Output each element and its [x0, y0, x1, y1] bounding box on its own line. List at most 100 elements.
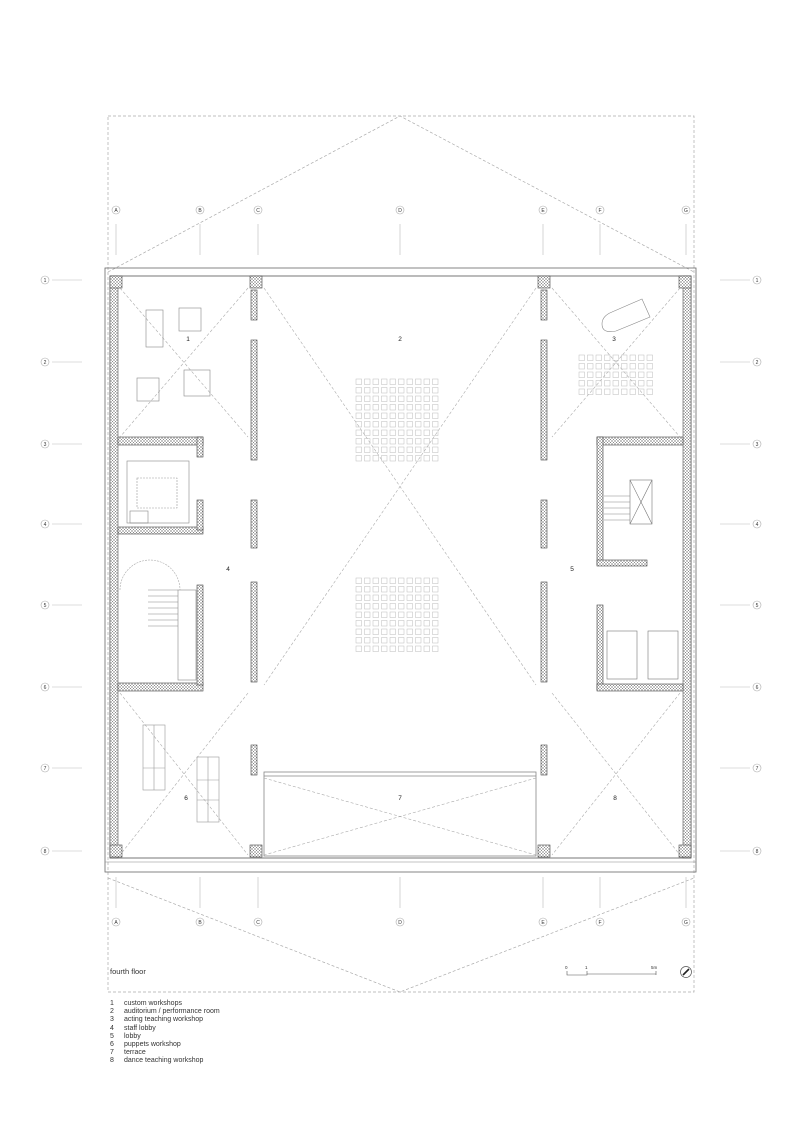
svg-text:A: A — [114, 920, 118, 926]
room-number-4: 4 — [226, 566, 230, 573]
svg-text:8: 8 — [44, 849, 47, 855]
room-number-7: 7 — [398, 795, 402, 802]
svg-text:7: 7 — [44, 766, 47, 772]
grid-bubble-5: 5 — [40, 600, 50, 610]
grid-bubble-D: D — [395, 205, 405, 215]
legend-label: custom workshops — [124, 1000, 182, 1007]
svg-text:C: C — [256, 208, 260, 214]
furniture-room-1 — [136, 307, 211, 402]
svg-text:5: 5 — [756, 603, 759, 609]
svg-text:7: 7 — [756, 766, 759, 772]
row-grid: 1 1 2 2 3 3 4 4 5 5 6 6 7 7 8 8 — [40, 275, 762, 856]
legend-label: lobby — [124, 1032, 141, 1040]
legend-number: 7 — [110, 1049, 114, 1057]
grid-bubble-4: 4 — [752, 519, 762, 529]
svg-text:B: B — [198, 920, 202, 926]
svg-text:8: 8 — [756, 849, 759, 855]
legend-number: 3 — [110, 1016, 114, 1024]
legend-item: 2 auditorium / performance room — [110, 1008, 220, 1016]
grid-bubble-G: G — [681, 205, 691, 215]
grand-piano — [601, 298, 651, 332]
grid-bubble-8: 8 — [752, 846, 762, 856]
room-number-1: 1 — [186, 336, 190, 343]
svg-text:E: E — [541, 920, 545, 926]
svg-text:6: 6 — [756, 685, 759, 691]
room-number-labels: 1 2 3 4 5 6 7 8 — [184, 336, 617, 802]
grid-bubble-8: 8 — [40, 846, 50, 856]
svg-text:6: 6 — [44, 685, 47, 691]
room-number-6: 6 — [184, 795, 188, 802]
svg-text:A: A — [114, 208, 118, 214]
terrace-frame — [263, 771, 537, 857]
grid-bubble-7: 7 — [752, 763, 762, 773]
legend-label: dance teaching workshop — [124, 1057, 204, 1065]
auditorium-seats-lower — [355, 577, 439, 652]
legend-number: 2 — [110, 1008, 114, 1016]
legend-label: puppets workshop — [124, 1041, 181, 1049]
scale-tick-1: 1 — [585, 965, 588, 970]
svg-text:G: G — [684, 208, 688, 214]
svg-text:4: 4 — [756, 522, 759, 528]
grid-bubble-B: B — [195, 917, 205, 927]
room-diagonals — [119, 287, 681, 856]
room-number-8: 8 — [613, 795, 617, 802]
grid-bubble-A: A — [111, 917, 121, 927]
grid-bubble-D: D — [395, 917, 405, 927]
svg-text:D: D — [398, 208, 402, 214]
legend-number: 5 — [110, 1032, 114, 1040]
north-arrow-icon — [680, 966, 692, 978]
room-number-5: 5 — [570, 566, 574, 573]
grid-bubble-5: 5 — [752, 600, 762, 610]
legend-label: staff lobby — [124, 1024, 156, 1032]
left-core — [117, 436, 204, 692]
svg-text:4: 4 — [44, 522, 47, 528]
right-core — [596, 436, 684, 692]
grid-bubble-4: 4 — [40, 519, 50, 529]
svg-text:3: 3 — [756, 442, 759, 448]
svg-text:5: 5 — [44, 603, 47, 609]
svg-text:1: 1 — [44, 278, 47, 284]
grid-bubble-6: 6 — [752, 682, 762, 692]
svg-text:2: 2 — [756, 360, 759, 366]
grid-bubble-C: C — [253, 205, 263, 215]
grid-bubble-C: C — [253, 917, 263, 927]
grid-bubble-3: 3 — [752, 439, 762, 449]
scale-tick-0: 0 — [565, 965, 568, 970]
auditorium-seats-upper — [355, 378, 439, 462]
legend-label: auditorium / performance room — [124, 1008, 220, 1016]
grid-bubble-2: 2 — [752, 357, 762, 367]
svg-text:E: E — [541, 208, 545, 214]
legend-item: 4 staff lobby — [110, 1025, 220, 1033]
grid-bubble-3: 3 — [40, 439, 50, 449]
legend-item: 8 dance teaching workshop — [110, 1057, 220, 1065]
grid-bubble-E: E — [538, 917, 548, 927]
building-envelope — [104, 267, 697, 873]
room-number-2: 2 — [398, 336, 402, 343]
grid-bubble-A: A — [111, 205, 121, 215]
svg-text:2: 2 — [44, 360, 47, 366]
grid-bubble-6: 6 — [40, 682, 50, 692]
legend-number: 8 — [110, 1057, 114, 1065]
svg-text:B: B — [198, 208, 202, 214]
svg-text:C: C — [256, 920, 260, 926]
room-number-3: 3 — [612, 336, 616, 343]
grid-bubble-F: F — [595, 917, 605, 927]
legend-number: 6 — [110, 1041, 114, 1049]
site-outline — [107, 115, 695, 993]
svg-text:3: 3 — [44, 442, 47, 448]
grid-bubble-7: 7 — [40, 763, 50, 773]
grid-bubble-1: 1 — [752, 275, 762, 285]
legend-item: 5 lobby — [110, 1033, 220, 1041]
svg-text:D: D — [398, 920, 402, 926]
legend-number: 4 — [110, 1024, 114, 1032]
svg-text:F: F — [598, 208, 601, 214]
svg-text:1: 1 — [756, 278, 759, 284]
legend-label: acting teaching workshop — [124, 1016, 203, 1024]
grid-bubble-F: F — [595, 205, 605, 215]
